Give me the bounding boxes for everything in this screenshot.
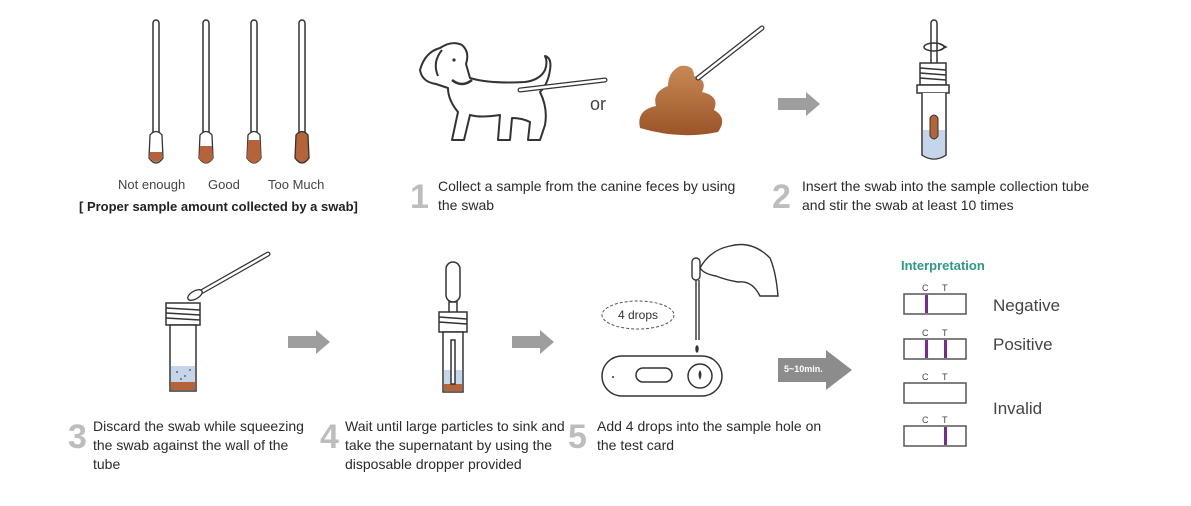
result-positive: Positive [993,335,1053,354]
step3-text: Discard the swab while squeezing the swa… [93,418,304,472]
card-invalid-1 [903,382,967,404]
arrow-step3-to-step4 [288,330,330,354]
step3-number: 3 [68,418,87,456]
arrow-step1-to-step2 [778,92,820,116]
swab-good [198,19,214,164]
drops-bubble [601,300,675,330]
or-label: or [590,94,607,114]
step5-text: Add 4 drops into the sample hole on the … [597,418,822,453]
arrow-step4-to-step5 [512,330,554,354]
test-card-step5 [601,355,723,397]
swab-good-2 [246,19,262,164]
c-label: C [922,328,929,338]
hand-dropper-illustration [691,243,779,353]
step2-number: 2 [772,178,791,216]
step1-number: 1 [410,178,429,216]
tube-step3 [165,302,201,392]
swab-caption: [ Proper sample amount collected by a sw… [79,199,358,214]
feces-illustration [639,65,723,136]
c-label: C [922,415,929,425]
interpretation-title: Interpretation [901,258,985,273]
t-label: T [942,283,948,293]
t-label: T [942,415,948,425]
timer-label: 5~10min. [784,364,823,374]
t-label: T [942,328,948,338]
label-not-enough: Not enough [118,177,186,192]
card-negative [903,293,967,315]
swab-feces [695,25,765,81]
dog-illustration [419,42,552,141]
result-negative: Negative [993,296,1061,315]
step1-text: Collect a sample from the canine feces b… [438,178,736,213]
timer-arrow [778,350,852,390]
step5-number: 5 [568,418,587,456]
step2-text: Insert the swab into the sample collecti… [802,178,1090,213]
tube-dropper-illustration [438,261,468,393]
step4-number: 4 [320,418,339,456]
step4-text: Wait until large particles to sink and t… [345,418,565,472]
label-good: Good [208,177,240,192]
tube-stir-illustration [916,19,950,160]
swab-dog [517,77,608,93]
result-invalid: Invalid [993,399,1043,418]
t-label: T [942,372,948,382]
c-label: C [922,372,929,382]
drops-label: 4 drops [618,308,659,322]
swab-discard [187,251,271,301]
card-invalid-2 [903,425,967,447]
swab-not-enough [148,19,164,164]
c-label: C [922,283,929,293]
swab-too-much [294,19,310,164]
card-positive [903,338,967,360]
label-too-much: Too Much [268,177,325,192]
